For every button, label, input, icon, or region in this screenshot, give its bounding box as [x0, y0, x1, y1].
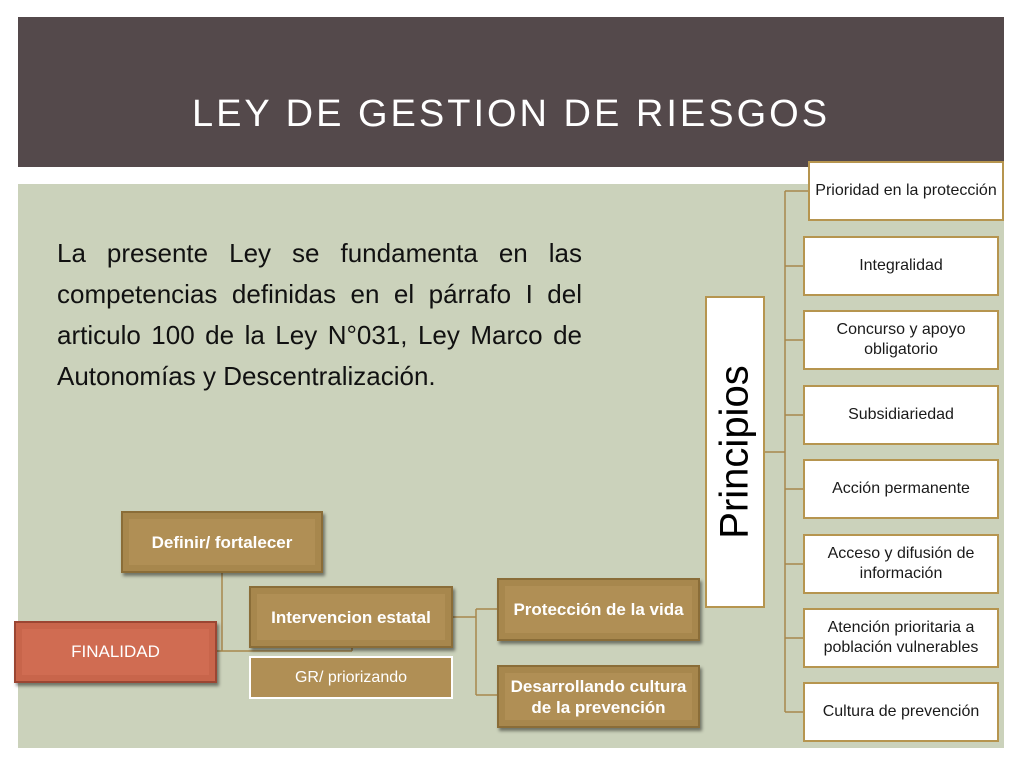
intervencion-box: Intervencion estatal — [249, 586, 453, 648]
principios-label: Principios — [712, 365, 757, 539]
cultura-prevencion-box: Desarrollando cultura de la prevención — [497, 665, 700, 728]
principio-item: Acción permanente — [803, 459, 999, 519]
gr-priorizando-label: GR/ priorizando — [294, 668, 408, 686]
principio-item: Concurso y apoyo obligatorio — [803, 310, 999, 370]
principios-box: Principios — [705, 296, 765, 608]
principio-item: Integralidad — [803, 236, 999, 296]
principio-item: Cultura de prevención — [803, 682, 999, 742]
definir-label: Definir/ fortalecer — [151, 532, 293, 552]
header-band: LEY DE GESTION DE RIESGOS — [18, 17, 1004, 167]
gr-priorizando-box: GR/ priorizando — [249, 656, 453, 699]
proteccion-box: Protección de la vida — [497, 578, 700, 641]
body-paragraph: La presente Ley se fundamenta en las com… — [57, 238, 582, 391]
principio-item: Prioridad en la protección — [808, 161, 1004, 221]
cultura-prevencion-label: Desarrollando cultura de la prevención — [510, 676, 687, 717]
principio-item: Subsidiariedad — [803, 385, 999, 445]
principio-item: Acceso y difusión de información — [803, 534, 999, 594]
intervencion-label: Intervencion estatal — [271, 607, 431, 627]
finalidad-box: FINALIDAD — [14, 621, 217, 683]
definir-box: Definir/ fortalecer — [121, 511, 323, 573]
slide-title: LEY DE GESTION DE RIESGOS — [191, 93, 831, 135]
principio-item: Atención prioritaria a población vulnera… — [803, 608, 999, 668]
proteccion-label: Protección de la vida — [513, 600, 684, 619]
finalidad-label: FINALIDAD — [71, 642, 160, 661]
